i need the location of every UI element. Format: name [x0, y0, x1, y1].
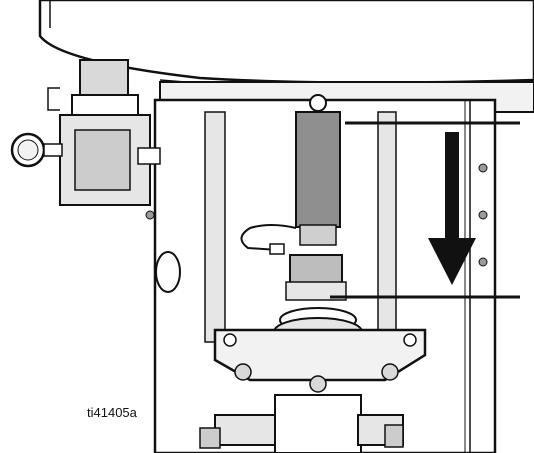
arrow-shaft	[445, 132, 459, 240]
figure-reference-label: ti41405a	[87, 405, 137, 420]
outlet-fittings	[199, 394, 404, 453]
base-plate	[213, 328, 427, 393]
pressure-gauge-assembly	[10, 59, 161, 206]
down-arrow-icon	[428, 238, 476, 285]
stroke-indicator	[330, 121, 520, 299]
piston-rod	[240, 94, 341, 255]
